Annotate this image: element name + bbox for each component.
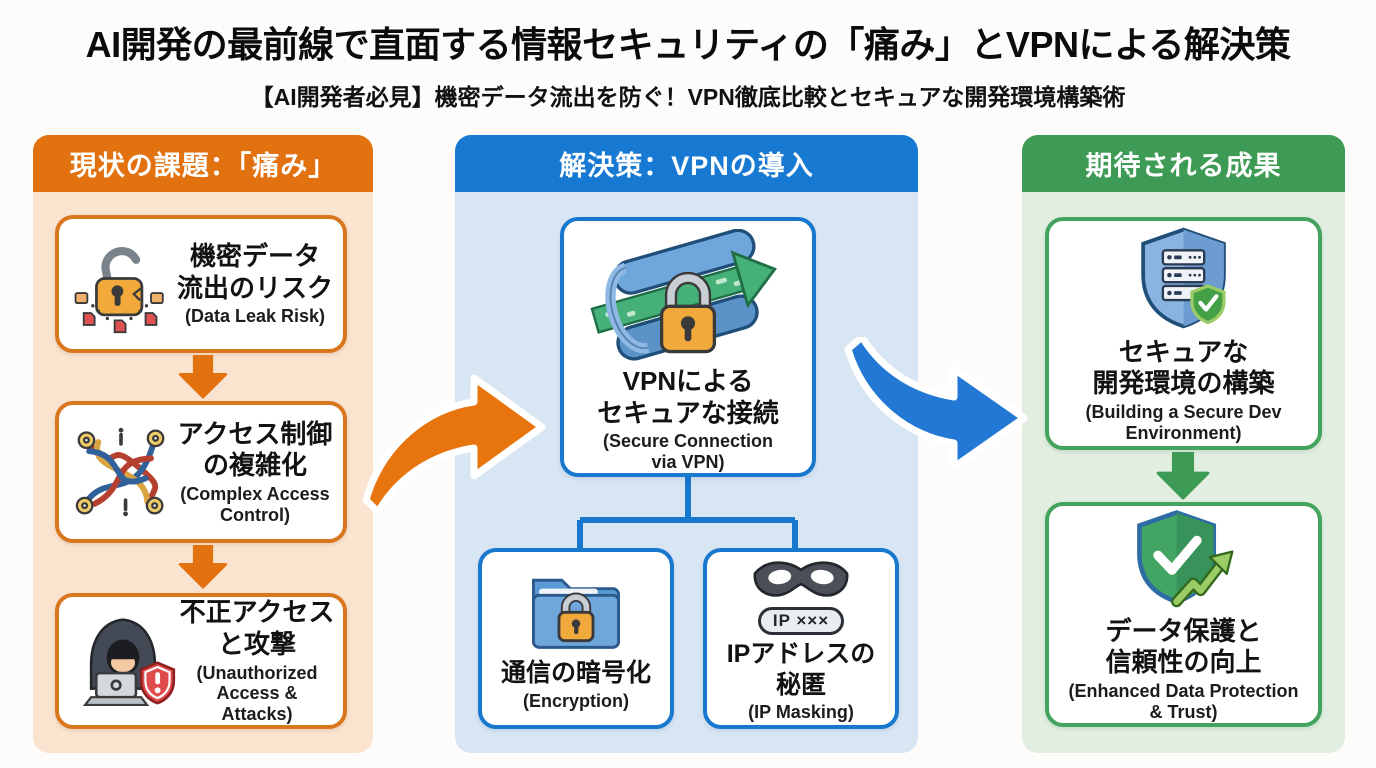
card-vpn-secure-connection: VPNによる セキュアな接続 (Secure Connection via VP…	[560, 217, 816, 477]
card-secure-env-en: (Building a Secure Dev Environment)	[1085, 402, 1282, 443]
card-vpn-jp1: VPNによる	[622, 366, 754, 396]
card-encryption-en: (Encryption)	[523, 690, 629, 711]
outcome-panel: 期待される成果	[1022, 135, 1345, 753]
card-unauthorized-access-text: 不正アクセス と攻撃 (Unauthorized Access & Attack…	[179, 597, 335, 725]
card-vpn-en: (Secure Connection via VPN)	[602, 431, 774, 473]
card-data-protection-jp1: データ保護と	[1105, 615, 1262, 646]
card-ip-masking-en: (IP Masking)	[748, 702, 854, 723]
card-encryption-jp1: 通信の暗号化	[500, 659, 651, 688]
card-secure-env-jp2: 開発環境の構築	[1092, 368, 1275, 399]
mask-icon	[743, 554, 859, 605]
card-complex-access-en: (Complex Access Control)	[180, 484, 330, 525]
flow-arrow-problems-to-solution-icon	[362, 374, 546, 512]
vpn-tunnel-lock-icon	[580, 228, 796, 366]
down-arrow-icon	[1156, 452, 1210, 500]
card-complex-access-text: アクセス制御 の複雑化 (Complex Access Control)	[175, 419, 335, 526]
card-data-leak-text: 機密データ 流出のリスク (Data Leak Risk)	[175, 241, 335, 327]
problems-panel: 現状の課題：「痛み」	[33, 135, 373, 753]
card-unauthorized-access-en: (Unauthorized Access & Attacks)	[196, 662, 318, 725]
card-complex-access: アクセス制御 の複雑化 (Complex Access Control)	[55, 401, 347, 543]
card-data-leak-jp2: 流出のリスク	[176, 272, 333, 303]
ip-hidden-badge: IP ×××	[757, 607, 845, 636]
card-data-leak-jp1: 機密データ	[189, 240, 320, 271]
down-arrow-icon	[178, 355, 228, 399]
card-ip-masking: IP ××× IPアドレスの 秘匿 (IP Masking)	[703, 548, 899, 729]
card-secure-dev-environment: セキュアな 開発環境の構築 (Building a Secure Dev Env…	[1045, 217, 1322, 450]
tangled-wires-keys-icon	[67, 420, 175, 524]
branch-connector	[577, 475, 798, 549]
card-unauthorized-access-jp2: と攻撃	[217, 628, 296, 659]
card-complex-access-jp1: アクセス制御	[177, 418, 333, 449]
down-arrow-icon	[178, 545, 228, 589]
card-data-protection-trust: データ保護と 信頼性の向上 (Enhanced Data Protection …	[1045, 502, 1322, 727]
outcome-header-label: 期待される成果	[1085, 151, 1282, 181]
outcome-header: 期待される成果	[1022, 135, 1345, 192]
solution-header: 解決策：VPNの導入	[455, 135, 918, 192]
card-complex-access-jp2: の複雑化	[202, 450, 307, 481]
card-data-protection-en: (Enhanced Data Protection & Trust)	[1068, 681, 1299, 722]
card-encryption: 通信の暗号化 (Encryption)	[478, 548, 674, 729]
card-data-leak-en: (Data Leak Risk)	[184, 306, 326, 327]
hacker-warning-shield-icon	[67, 611, 179, 711]
card-ip-masking-jp1: IPアドレスの	[726, 640, 876, 669]
flow-arrow-solution-to-outcome-icon	[844, 337, 1028, 471]
open-padlock-data-leak-icon	[67, 232, 175, 336]
card-unauthorized-access-jp1: 不正アクセス	[179, 597, 335, 628]
card-ip-masking-jp2: 秘匿	[775, 670, 826, 699]
card-data-protection-jp2: 信頼性の向上	[1105, 647, 1262, 678]
page-title: AI開発の最前線で直面する情報セキュリティの「痛み」とVPNによる解決策	[85, 24, 1291, 65]
solution-panel: 解決策：VPNの導入	[455, 135, 918, 753]
shield-server-check-icon	[1130, 224, 1238, 337]
page-subtitle: 【AI開発者必見】機密データ流出を防ぐ！VPN徹底比較とセキュアな開発環境構築術	[250, 84, 1126, 110]
problems-header: 現状の課題：「痛み」	[33, 135, 373, 192]
solution-header-label: 解決策：VPNの導入	[559, 151, 814, 181]
locked-folder-icon	[524, 565, 628, 658]
card-secure-env-jp1: セキュアな	[1118, 336, 1249, 367]
card-vpn-jp2: セキュアな接続	[597, 397, 779, 428]
shield-check-growth-icon	[1128, 507, 1240, 616]
card-unauthorized-access: 不正アクセス と攻撃 (Unauthorized Access & Attack…	[55, 593, 347, 729]
card-data-leak-risk: 機密データ 流出のリスク (Data Leak Risk)	[55, 215, 347, 353]
problems-header-label: 現状の課題：「痛み」	[69, 151, 337, 181]
